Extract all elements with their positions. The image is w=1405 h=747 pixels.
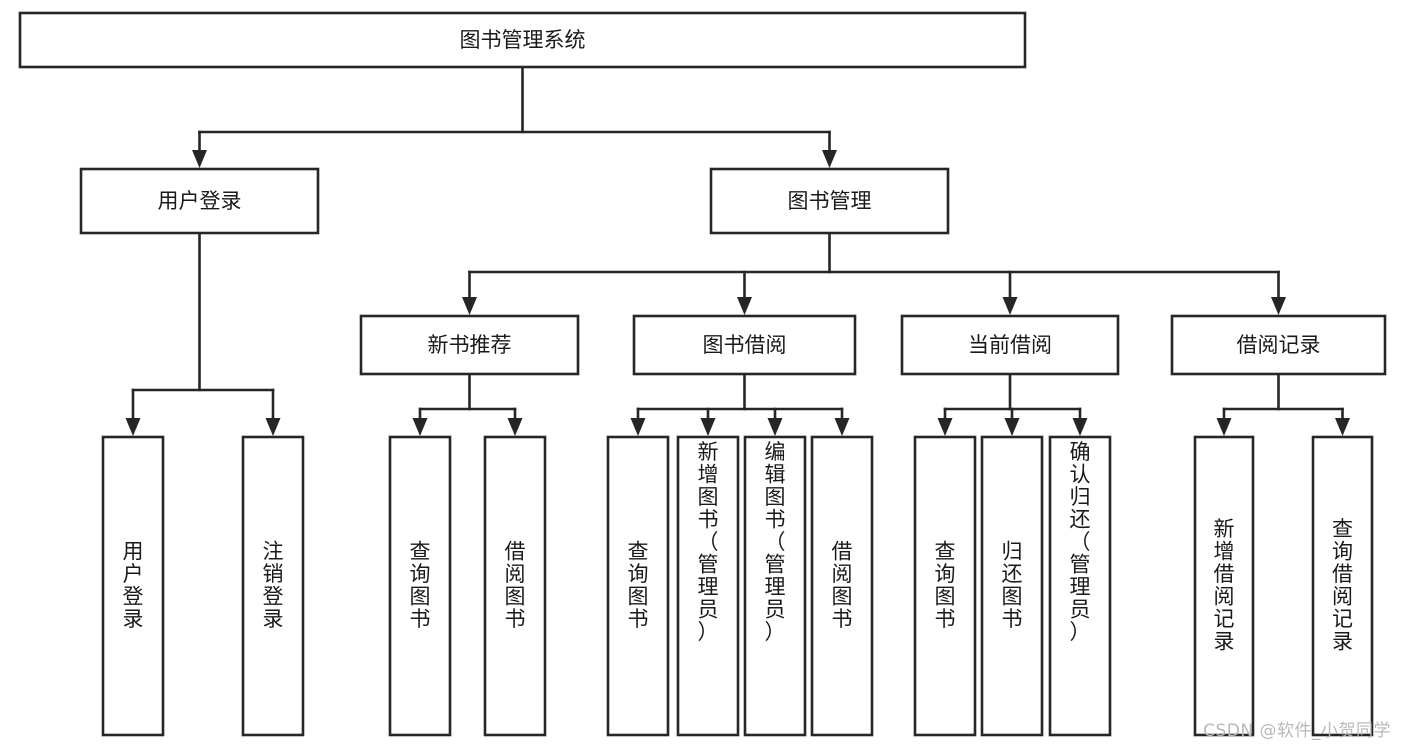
node-label: 确认归还（管理员） xyxy=(1070,440,1091,644)
node-box xyxy=(1311,435,1374,737)
arrow-head-icon xyxy=(937,418,953,436)
node-box xyxy=(1048,435,1112,737)
node-label: 图书管理系统 xyxy=(460,28,586,52)
node-leaf-confirm-return[interactable]: 确认归还（管理员） xyxy=(1048,435,1112,737)
node-box xyxy=(483,435,547,737)
node-l2-book-manage[interactable]: 图书管理 xyxy=(709,167,950,235)
arrow-head-icon xyxy=(1072,418,1088,436)
node-box xyxy=(18,11,1027,69)
node-label: 归还图书 xyxy=(1002,540,1023,632)
node-l3-new-book-rec[interactable]: 新书推荐 xyxy=(359,314,580,376)
node-box xyxy=(980,435,1044,737)
node-l3-borrow-record[interactable]: 借阅记录 xyxy=(1170,314,1387,376)
node-box xyxy=(1193,435,1255,737)
node-box xyxy=(709,167,950,235)
node-box xyxy=(606,435,670,737)
arrow-head-icon xyxy=(1335,418,1350,436)
node-box xyxy=(1170,314,1387,376)
node-box xyxy=(743,435,807,737)
arrow-head-icon xyxy=(630,418,646,436)
arrow-head-icon xyxy=(834,418,850,436)
node-box xyxy=(632,314,857,376)
node-label: 借阅图书 xyxy=(832,540,853,632)
node-leaf-edit-book[interactable]: 编辑图书（管理员） xyxy=(743,435,807,737)
node-leaf-borrow-book-2[interactable]: 借阅图书 xyxy=(810,435,874,737)
arrow-head-icon xyxy=(1002,297,1018,315)
node-label: 查询图书 xyxy=(628,540,649,632)
node-l3-book-borrow[interactable]: 图书借阅 xyxy=(632,314,857,376)
node-box xyxy=(79,167,320,235)
node-label: 注销登录 xyxy=(263,540,284,632)
node-box xyxy=(359,314,580,376)
node-label: 查询借阅记录 xyxy=(1332,517,1353,654)
node-label: 查询图书 xyxy=(935,540,956,632)
node-box xyxy=(388,435,452,737)
arrow-head-icon xyxy=(462,297,477,315)
node-root[interactable]: 图书管理系统 xyxy=(18,11,1027,69)
arrow-head-icon xyxy=(265,418,281,436)
node-box xyxy=(676,435,740,737)
arrow-head-icon xyxy=(700,418,716,436)
watermark-text: CSDN @软件_小贺同学 xyxy=(1203,721,1391,741)
node-box xyxy=(900,314,1120,376)
node-leaf-query-book-1[interactable]: 查询图书 xyxy=(388,435,452,737)
node-label: 图书借阅 xyxy=(703,333,787,357)
node-box xyxy=(101,435,165,737)
node-leaf-add-record[interactable]: 新增借阅记录 xyxy=(1193,435,1255,737)
node-box xyxy=(913,435,977,737)
node-leaf-query-book-3[interactable]: 查询图书 xyxy=(913,435,977,737)
node-leaf-logout[interactable]: 注销登录 xyxy=(241,435,305,737)
node-leaf-query-book-2[interactable]: 查询图书 xyxy=(606,435,670,737)
node-leaf-user-login[interactable]: 用户登录 xyxy=(101,435,165,737)
arrow-head-icon xyxy=(1004,418,1020,436)
node-label: 用户登录 xyxy=(158,189,242,213)
node-layer: 图书管理系统用户登录图书管理新书推荐图书借阅当前借阅借阅记录用户登录注销登录查询… xyxy=(18,11,1387,737)
node-leaf-add-book[interactable]: 新增图书（管理员） xyxy=(676,435,740,737)
arrow-head-icon xyxy=(822,150,837,168)
edge-layer xyxy=(125,65,1350,436)
arrow-head-icon xyxy=(767,418,783,436)
arrow-head-icon xyxy=(125,418,141,436)
node-label: 当前借阅 xyxy=(968,333,1052,357)
arrow-head-icon xyxy=(737,297,752,315)
node-box xyxy=(241,435,305,737)
arrow-head-icon xyxy=(192,150,207,168)
node-label: 新书推荐 xyxy=(428,333,512,357)
node-label: 用户登录 xyxy=(123,540,144,632)
node-leaf-query-record[interactable]: 查询借阅记录 xyxy=(1311,435,1374,737)
node-l2-user-login[interactable]: 用户登录 xyxy=(79,167,320,235)
node-label: 图书管理 xyxy=(788,189,872,213)
node-label: 新增图书（管理员） xyxy=(698,440,719,644)
arrow-head-icon xyxy=(1216,418,1232,436)
node-label: 编辑图书（管理员） xyxy=(765,440,786,644)
node-leaf-return-book[interactable]: 归还图书 xyxy=(980,435,1044,737)
node-label: 查询图书 xyxy=(410,540,431,632)
arrow-head-icon xyxy=(1271,297,1286,315)
node-label: 借阅图书 xyxy=(505,540,526,632)
node-l3-current-borrow[interactable]: 当前借阅 xyxy=(900,314,1120,376)
arrow-head-icon xyxy=(507,418,523,436)
node-label: 新增借阅记录 xyxy=(1214,517,1235,654)
node-label: 借阅记录 xyxy=(1237,333,1321,357)
arrow-head-icon xyxy=(412,418,428,436)
node-box xyxy=(810,435,874,737)
node-leaf-borrow-book-1[interactable]: 借阅图书 xyxy=(483,435,547,737)
